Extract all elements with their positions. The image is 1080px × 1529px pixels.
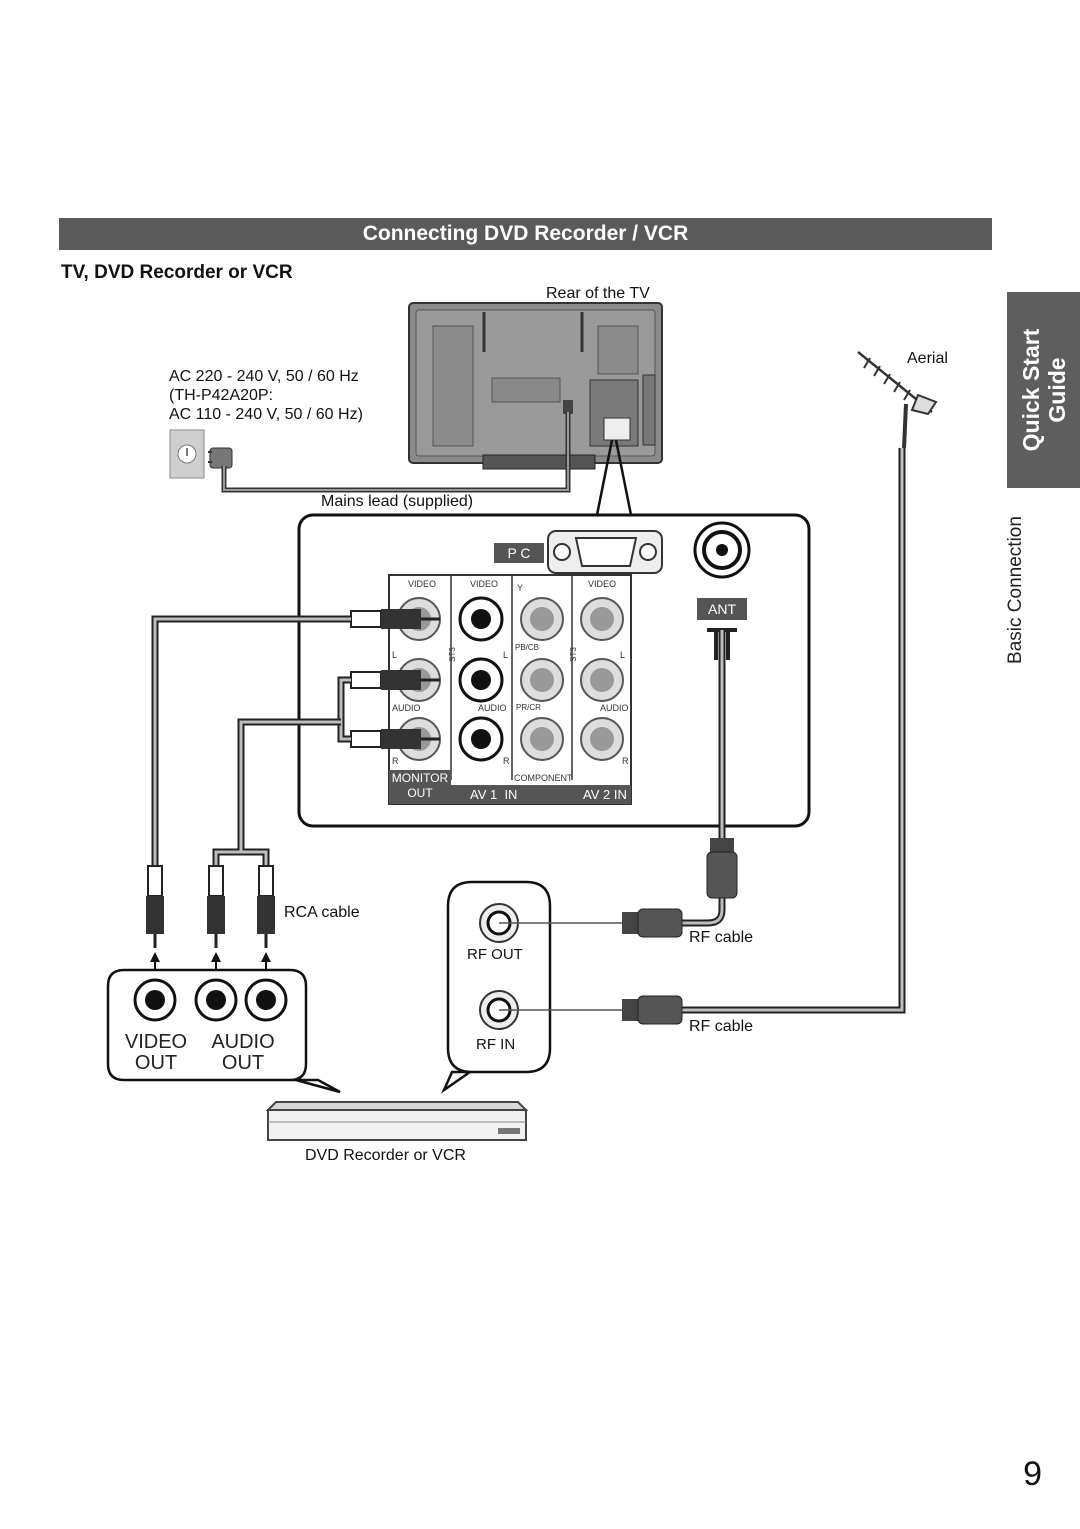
mains-lead-label: Mains lead (supplied)	[321, 493, 474, 510]
dvd-recorder-label: DVD Recorder or VCR	[305, 1147, 466, 1164]
rear-of-tv-label: Rear of the TV	[546, 285, 650, 302]
panel-audio-label-a: AUDIO	[392, 703, 421, 713]
video-out-line1: VIDEO	[124, 1031, 188, 1053]
panel-video-label-b: VIDEO	[470, 579, 499, 589]
side-tab-quick-start-guide: Quick Start Guide	[1007, 292, 1080, 488]
rf-cable-label-2: RF cable	[689, 1018, 754, 1035]
panel-r-label-2: R	[503, 756, 510, 766]
panel-av1-in-label: AV 1 IN	[470, 787, 518, 802]
power-spec-line2: (TH-P42A20P:	[169, 387, 274, 404]
aerial-label: Aerial	[907, 350, 948, 367]
ant-port-label: ANT	[708, 601, 736, 617]
power-spec-line1: AC 220 - 240 V, 50 / 60 Hz	[169, 368, 359, 385]
power-spec-line3: AC 110 - 240 V, 50 / 60 Hz)	[169, 406, 363, 423]
rca-plugs-panel	[350, 609, 440, 749]
panel-l-label-1: L	[392, 650, 398, 660]
dvd-recorder-icon	[265, 1101, 529, 1141]
tv-rear-illustration	[408, 302, 663, 470]
panel-pr-label: PR/CR	[516, 703, 541, 712]
pc-port-label: P C	[507, 545, 531, 561]
panel-l-label-2: L	[503, 650, 509, 660]
pc-port-icon	[547, 530, 663, 574]
panel-monitor-label: MONITOR	[391, 771, 449, 785]
rf-out-label: RF OUT	[467, 946, 523, 963]
aerial-icon	[857, 351, 938, 449]
panel-st3-label-a: ST3	[447, 647, 457, 662]
rf-in-label: RF IN	[476, 1036, 516, 1053]
audio-out-line1: AUDIO	[211, 1031, 275, 1053]
panel-pb-label: PB/CB	[515, 643, 540, 652]
audio-out-label: AUDIO OUT	[207, 1032, 279, 1074]
rca-plugs-bottom	[146, 865, 275, 948]
panel-st3-label-b: ST3	[568, 647, 578, 662]
rf-connectors	[622, 838, 738, 1025]
panel-audio-label-b: AUDIO	[478, 703, 507, 713]
video-out-label: VIDEO OUT	[122, 1032, 190, 1074]
panel-r-label-3: R	[622, 756, 629, 766]
panel-r-label-1: R	[392, 756, 399, 766]
panel-video-label-c: VIDEO	[588, 579, 617, 589]
output-jacks	[133, 978, 288, 1022]
section-title: Connecting DVD Recorder / VCR	[362, 222, 689, 245]
power-spec: AC 220 - 240 V, 50 / 60 Hz (TH-P42A20P: …	[169, 367, 363, 424]
subheading: TV, DVD Recorder or VCR	[61, 262, 293, 283]
video-out-line2: OUT	[134, 1052, 178, 1074]
rca-cable-label: RCA cable	[284, 904, 360, 921]
panel-y-label: Y	[517, 583, 524, 593]
power-plug-icon	[208, 447, 233, 469]
rf-cable-label-1: RF cable	[689, 929, 754, 946]
panel-video-label-a: VIDEO	[408, 579, 437, 589]
panel-component-label: COMPONENT	[514, 773, 573, 783]
section-title-bar: Connecting DVD Recorder / VCR	[59, 218, 992, 250]
audio-out-line2: OUT	[221, 1052, 265, 1074]
panel-monitor-out-label: MONITOR OUT	[389, 771, 451, 801]
panel-audio-label-c: AUDIO	[600, 703, 629, 713]
page-number: 9	[1023, 1455, 1042, 1493]
panel-av2-in-label: AV 2 IN	[583, 787, 627, 802]
wall-socket-icon	[169, 429, 205, 479]
ant-port-icon	[693, 521, 751, 579]
panel-out-label: OUT	[407, 786, 433, 800]
panel-l-label-3: L	[620, 650, 626, 660]
